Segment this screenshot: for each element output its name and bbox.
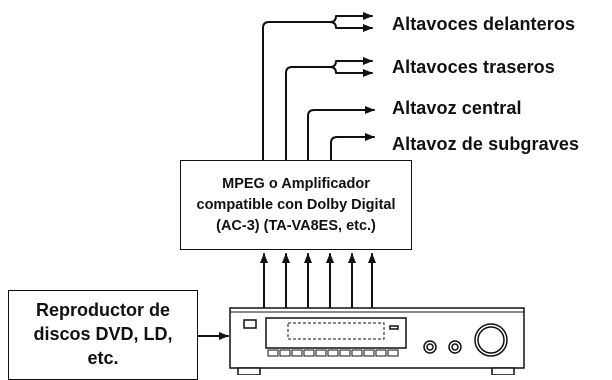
center-speaker-cable	[307, 106, 375, 161]
front-speakers-cable	[262, 21, 331, 161]
receiver-unit	[229, 307, 525, 375]
small-knob-icon	[423, 340, 437, 354]
rear-speakers-branch-top	[329, 57, 373, 68]
small-knob-icon	[448, 340, 462, 354]
output-label-center-speaker: Altavoz central	[392, 98, 522, 118]
receiver-foot-right	[491, 367, 515, 375]
output-label-subwoofer: Altavoz de subgraves	[392, 134, 580, 154]
output-label-front-speakers: Altavoces delanteros	[392, 14, 576, 34]
source-text-line: Reproductor de	[35, 300, 170, 320]
amplifier-text-line: (AC-3) (TA-VA8ES, etc.)	[216, 217, 376, 234]
rear-speakers-branch-bottom	[329, 66, 373, 77]
amplifier-text-line: MPEG o Amplificador	[222, 175, 370, 192]
power-button-icon	[243, 319, 257, 329]
small-knob-icon	[451, 343, 459, 351]
volume-knob-icon	[474, 323, 508, 357]
amplifier-text-line: compatible con Dolby Digital	[196, 196, 396, 213]
display-indicator	[389, 325, 399, 330]
small-knob-icon	[426, 343, 434, 351]
rear-speakers-cable	[285, 66, 331, 161]
function-button-row	[267, 349, 399, 357]
front-speakers-branch-top	[329, 12, 373, 23]
source-text-line: discos DVD, LD,	[33, 324, 173, 344]
receiver-body	[229, 307, 525, 369]
display-readout	[287, 322, 385, 340]
display-window	[265, 317, 407, 349]
receiver-foot-left	[237, 367, 261, 375]
output-label-rear-speakers: Altavoces traseros	[392, 57, 555, 77]
subwoofer-cable	[330, 133, 375, 161]
amplifier-box: MPEG o Amplificador compatible con Dolby…	[180, 160, 412, 250]
source-text-line: etc.	[87, 348, 119, 368]
source-player-box: Reproductor de discos DVD, LD, etc.	[8, 290, 198, 380]
volume-knob-icon	[477, 326, 505, 354]
front-speakers-branch-bottom	[329, 21, 373, 32]
